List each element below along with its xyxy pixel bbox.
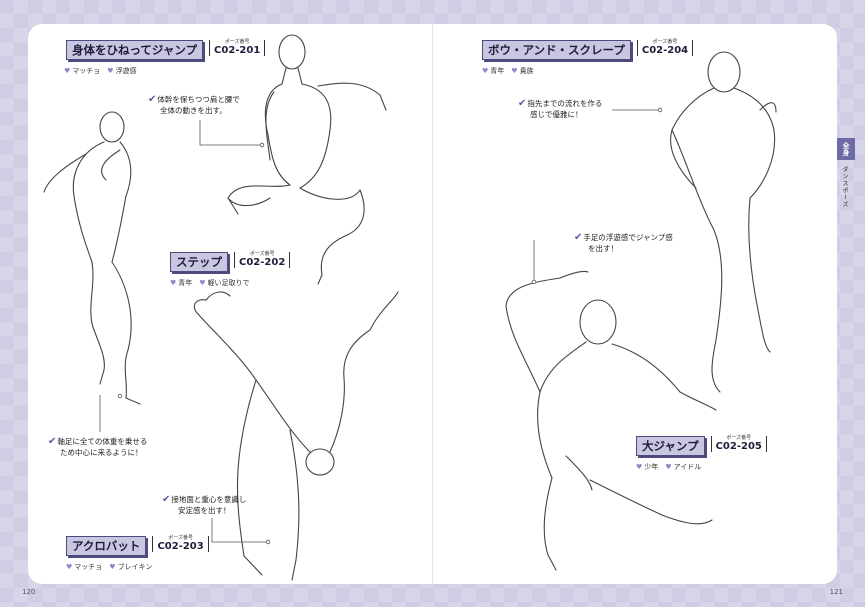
pose-code: ポーズ番号 C02-204 — [636, 39, 694, 56]
figure-big-jump — [505, 270, 717, 571]
note-line: を出す！ — [588, 244, 618, 253]
pose-code-label: ポーズ番号 — [249, 251, 275, 257]
note-line: 体幹を保ちつつ肩と腰で — [157, 95, 240, 104]
pose-title: ボウ・アンド・スクレープ — [482, 40, 631, 60]
pose-tags-hineri: マッチョ 浮遊感 — [64, 66, 137, 76]
tag: ブレイキン — [109, 562, 153, 572]
note-line: 感じで優雅に！ — [530, 110, 583, 119]
tag: 貴族 — [511, 66, 534, 76]
pose-code-label: ポーズ番号 — [652, 39, 678, 45]
pose-header-bow: ボウ・アンド・スクレープ ポーズ番号 C02-204 — [482, 39, 694, 60]
note-line: 全体の動きを出す。 — [160, 106, 227, 115]
pose-code: ポーズ番号 C02-201 — [209, 39, 266, 56]
page-number-left: 120 — [22, 588, 36, 596]
chapter-tab[interactable]: 全身 — [837, 138, 855, 160]
left-page — [28, 24, 432, 584]
note-axis: ✔軸足に全ての体重を乗せる ため中心に来るように！ — [48, 436, 147, 458]
pose-tags-jump: 少年 アイドル — [636, 462, 701, 472]
tag: マッチョ — [66, 562, 102, 572]
check-icon: ✔ — [574, 232, 583, 243]
pose-code-label: ポーズ番号 — [224, 39, 250, 45]
note-line: 軸足に全ての体重を乗せる — [57, 437, 148, 446]
tag: 少年 — [636, 462, 658, 472]
check-icon: ✔ — [48, 436, 57, 447]
tag: 軽い足取りで — [199, 278, 250, 288]
pose-code-label: ポーズ番号 — [168, 535, 193, 541]
pose-title: ステップ — [170, 252, 228, 272]
figure-bow — [670, 51, 777, 393]
check-icon: ✔ — [518, 98, 527, 109]
figure-twist-jump — [227, 34, 387, 285]
pose-tags-bow: 青年 貴族 — [482, 66, 534, 76]
pose-code-value: C02-202 — [239, 257, 286, 268]
pose-header-hineri: 身体をひねってジャンプ ポーズ番号 C02-201 — [66, 39, 266, 60]
chapter-tab-label: ダンスポーズ — [841, 166, 848, 208]
pose-code-label: ポーズ番号 — [726, 435, 752, 441]
pose-code-value: C02-203 — [157, 541, 204, 552]
note-line: ため中心に来るように！ — [60, 448, 143, 457]
pose-title: 大ジャンプ — [636, 436, 705, 456]
pose-code-value: C02-201 — [214, 45, 261, 56]
figure-step — [43, 111, 141, 405]
note-line: 安定感を出す！ — [178, 506, 231, 515]
page-number-right: 121 — [829, 588, 843, 596]
note-trunk: ✔体幹を保ちつつ肩と腰で 全体の動きを出す。 — [148, 94, 240, 116]
tag: アイドル — [665, 462, 702, 472]
tag: 青年 — [170, 278, 192, 288]
tag: 浮遊感 — [107, 66, 137, 76]
tag: 青年 — [482, 66, 504, 76]
note-line: 接地面と重心を意識し — [171, 495, 247, 504]
pose-code: ポーズ番号 C02-203 — [152, 535, 209, 552]
figure-acrobat — [193, 291, 399, 581]
pose-tags-acro: マッチョ ブレイキン — [66, 562, 152, 572]
note-finger: ✔指先までの流れを作る 感じで優雅に！ — [518, 98, 602, 120]
note-float: ✔手足の浮遊感でジャンプ感 を出す！ — [574, 232, 673, 254]
pose-code: ポーズ番号 C02-202 — [234, 251, 291, 268]
pose-title: アクロバット — [66, 536, 147, 556]
pose-code: ポーズ番号 C02-205 — [710, 435, 767, 452]
pose-header-jump: 大ジャンプ ポーズ番号 C02-205 — [636, 436, 767, 456]
pose-header-step: ステップ ポーズ番号 C02-202 — [170, 251, 291, 272]
note-line: 指先までの流れを作る — [527, 99, 603, 108]
pose-tags-step: 青年 軽い足取りで — [170, 278, 250, 288]
note-line: 手足の浮遊感でジャンプ感 — [583, 233, 673, 242]
check-icon: ✔ — [148, 94, 157, 105]
check-icon: ✔ — [162, 494, 171, 505]
note-ground: ✔接地面と重心を意識し 安定感を出す！ — [162, 494, 246, 516]
pose-code-value: C02-205 — [715, 441, 762, 452]
tag: マッチョ — [64, 66, 100, 76]
pose-code-value: C02-204 — [641, 45, 689, 56]
pose-header-acro: アクロバット ポーズ番号 C02-203 — [66, 536, 209, 556]
pose-title: 身体をひねってジャンプ — [66, 40, 204, 60]
page-gutter — [432, 24, 433, 584]
